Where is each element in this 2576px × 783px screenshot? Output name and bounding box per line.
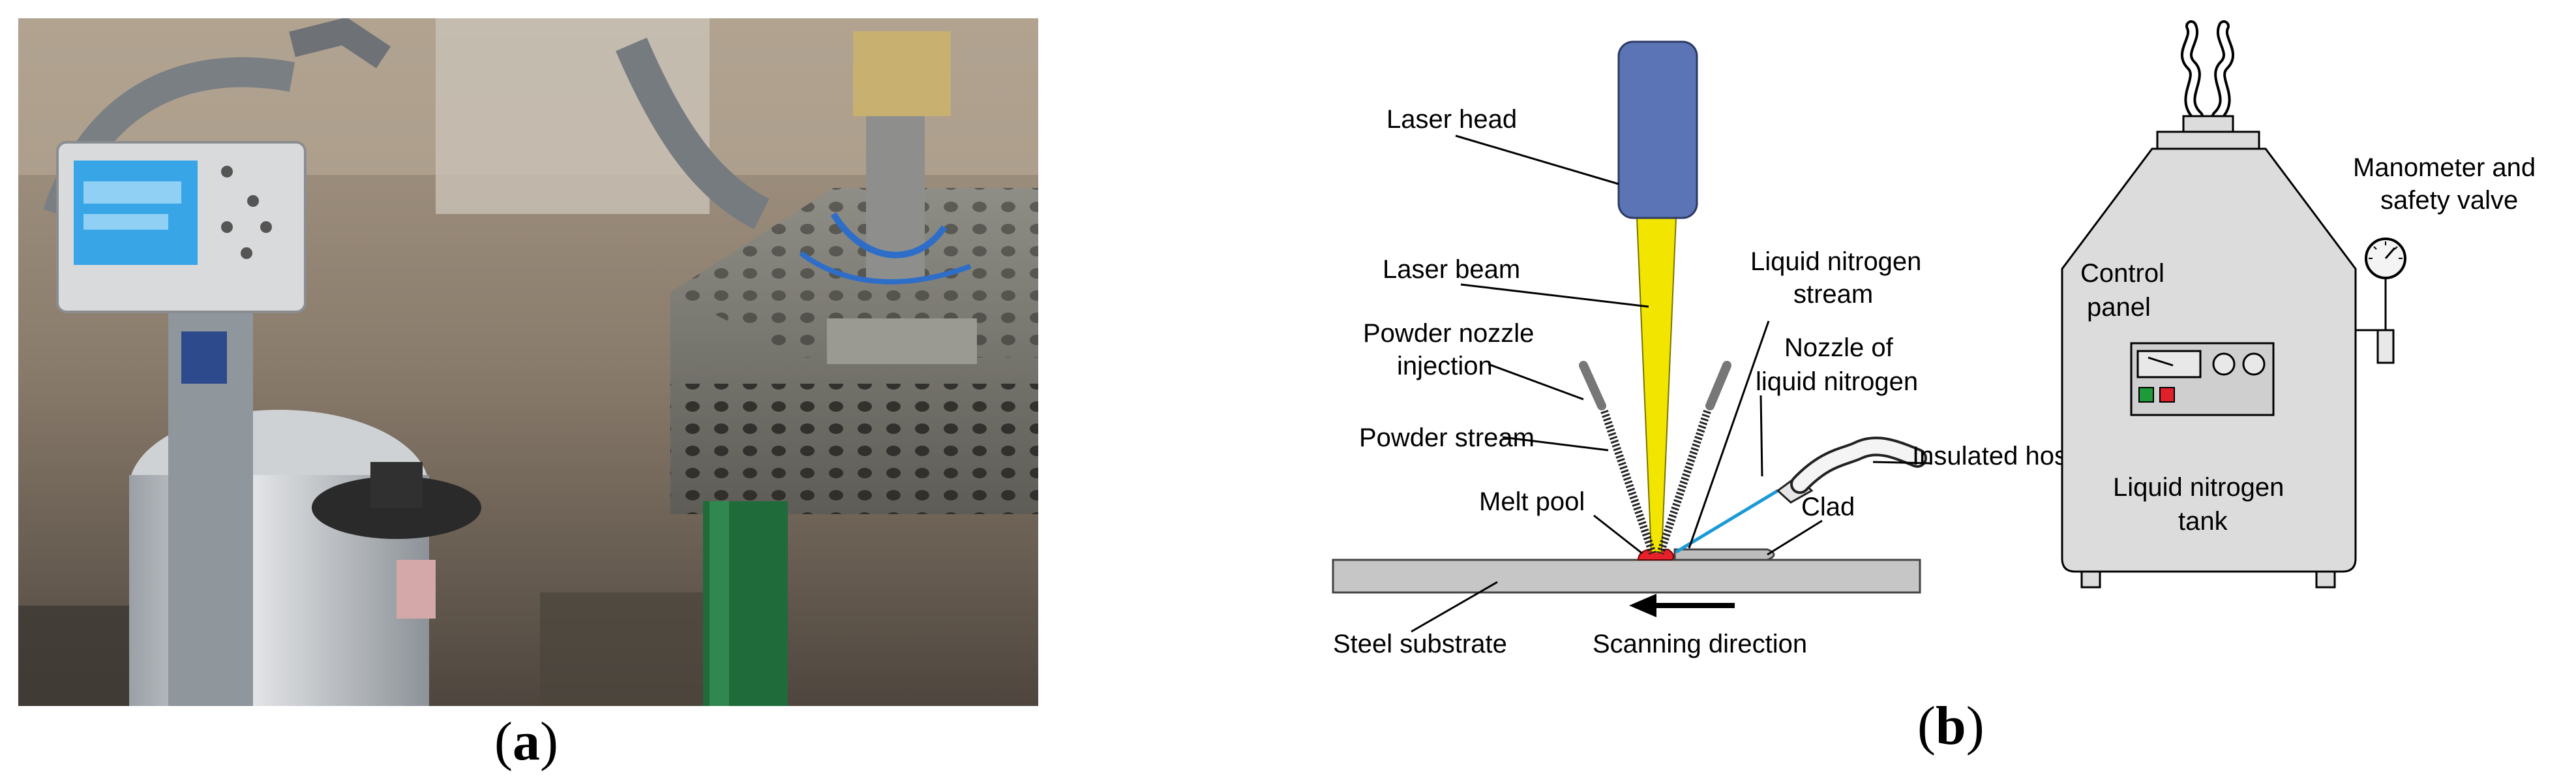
caption-a: (a) — [494, 711, 558, 772]
label-clad: Clad — [1801, 493, 1855, 521]
label-powder-nozzle-1: Powder nozzle — [1363, 319, 1534, 348]
label-laser-head: Laser head — [1386, 105, 1517, 134]
label-tank-2: tank — [2178, 507, 2228, 536]
label-control-panel-2: panel — [2087, 293, 2151, 322]
label-tank-1: Liquid nitrogen — [2113, 473, 2284, 502]
control-panel — [2130, 342, 2275, 416]
label-manometer-2: safety valve — [2380, 186, 2518, 215]
label-scanning-direction: Scanning direction — [1593, 630, 1807, 658]
label-nozzle-ln-2: liquid nitrogen — [1756, 367, 1918, 396]
powder-stream-left — [1600, 410, 1656, 555]
laser-cladding-schematic: Laser head Laser beam Powder nozzle inje… — [1332, 20, 2536, 658]
label-powder-nozzle-2: injection — [1397, 352, 1493, 380]
label-laser-beam: Laser beam — [1383, 255, 1520, 284]
label-liquid-nitrogen-stream-2: stream — [1793, 280, 1873, 309]
melt-pool — [1637, 549, 1674, 560]
label-nozzle-ln-1: Nozzle of — [1784, 333, 1894, 362]
leader-lines — [1411, 134, 1931, 633]
powder-nozzle-right — [1705, 361, 1731, 410]
label-melt-pool: Melt pool — [1479, 487, 1585, 516]
label-powder-stream: Powder stream — [1359, 423, 1535, 452]
powder-nozzle-left — [1579, 361, 1606, 410]
steel-substrate — [1332, 559, 1921, 594]
clad-layer — [1673, 548, 1775, 561]
caption-b: (b) — [1917, 696, 1984, 756]
laser-head — [1617, 40, 1698, 219]
label-control-panel-1: Control — [2080, 259, 2164, 288]
scanning-direction-arrow — [1629, 594, 1735, 617]
laser-beam — [1636, 217, 1677, 553]
label-liquid-nitrogen-stream-1: Liquid nitrogen — [1750, 247, 1921, 276]
photo-laser-cladding-setup — [18, 18, 1038, 706]
powder-stream-right — [1656, 410, 1711, 555]
label-steel-substrate: Steel substrate — [1333, 630, 1507, 658]
green-button — [2138, 387, 2154, 403]
manometer-gauge — [2356, 238, 2406, 364]
red-button — [2159, 387, 2175, 403]
nitrogen-stream — [1675, 489, 1779, 554]
label-insulated-hose: Insulated hose — [1912, 442, 2082, 470]
label-manometer-1: Manometer and — [2353, 153, 2536, 182]
